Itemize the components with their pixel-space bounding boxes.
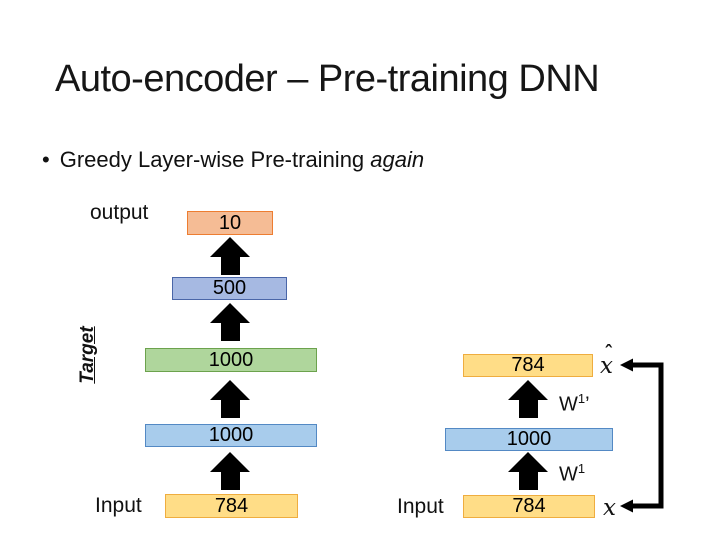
bullet-text: Greedy Layer-wise Pre-training [59, 147, 365, 172]
arrowhead-left-top-icon [620, 358, 633, 372]
bullet-marker: • [42, 147, 50, 172]
w1-prime-mark: ’ [585, 393, 590, 416]
w1-prime-sup: 1 [577, 391, 586, 406]
layer-box-hidden-1000-blue: 1000 [145, 424, 317, 447]
arrow-stem [518, 472, 538, 490]
weight-label-w1: W1 [559, 461, 585, 487]
up-arrow-icon [210, 380, 250, 418]
arrowhead-left-bottom-icon [620, 499, 633, 513]
target-label: Target [77, 326, 98, 384]
layer-box-reconstruction-784: 784 [463, 354, 593, 377]
arrow-stem [220, 323, 240, 341]
up-arrow-icon [508, 380, 548, 418]
up-arrow-icon [210, 237, 250, 275]
x-hat-symbol: ˆ x [600, 342, 614, 379]
up-arrow-icon [210, 303, 250, 341]
arrow-stem [220, 257, 240, 275]
arrow-head [210, 303, 250, 323]
feedback-loop-arrow [620, 358, 664, 513]
w1-base: W [559, 463, 578, 486]
input-label-left: Input [95, 494, 142, 517]
bullet-line: • Greedy Layer-wise Pre-training again [42, 147, 424, 173]
layer-box-hidden-500: 500 [172, 277, 287, 300]
arrow-stem [220, 472, 240, 490]
x-hat-base: x [600, 353, 613, 379]
arrow-head [210, 380, 250, 400]
layer-box-ae-input-784: 784 [463, 495, 595, 518]
up-arrow-icon [210, 452, 250, 490]
weight-label-w1-prime: W1’ [559, 391, 590, 417]
up-arrow-icon [508, 452, 548, 490]
arrow-stem [518, 400, 538, 418]
w1-prime-base: W [559, 393, 578, 416]
bullet-emphasis: again [370, 147, 425, 172]
layer-box-input-784: 784 [165, 494, 298, 518]
feedback-line [631, 362, 664, 509]
arrow-head [508, 380, 548, 400]
output-label: output [90, 201, 149, 224]
layer-box-ae-hidden-1000: 1000 [445, 428, 613, 451]
arrow-head [210, 452, 250, 472]
arrow-head [210, 237, 250, 257]
x-symbol: x [603, 495, 616, 521]
layer-box-output-10: 10 [187, 211, 273, 235]
layer-box-hidden-1000-green: 1000 [145, 348, 317, 372]
slide-title: Auto-encoder – Pre-training DNN [55, 58, 600, 100]
hat-accent: ˆ [604, 342, 614, 364]
w1-sup: 1 [577, 461, 586, 476]
input-label-right: Input [397, 495, 444, 518]
arrow-stem [220, 400, 240, 418]
arrow-head [508, 452, 548, 472]
